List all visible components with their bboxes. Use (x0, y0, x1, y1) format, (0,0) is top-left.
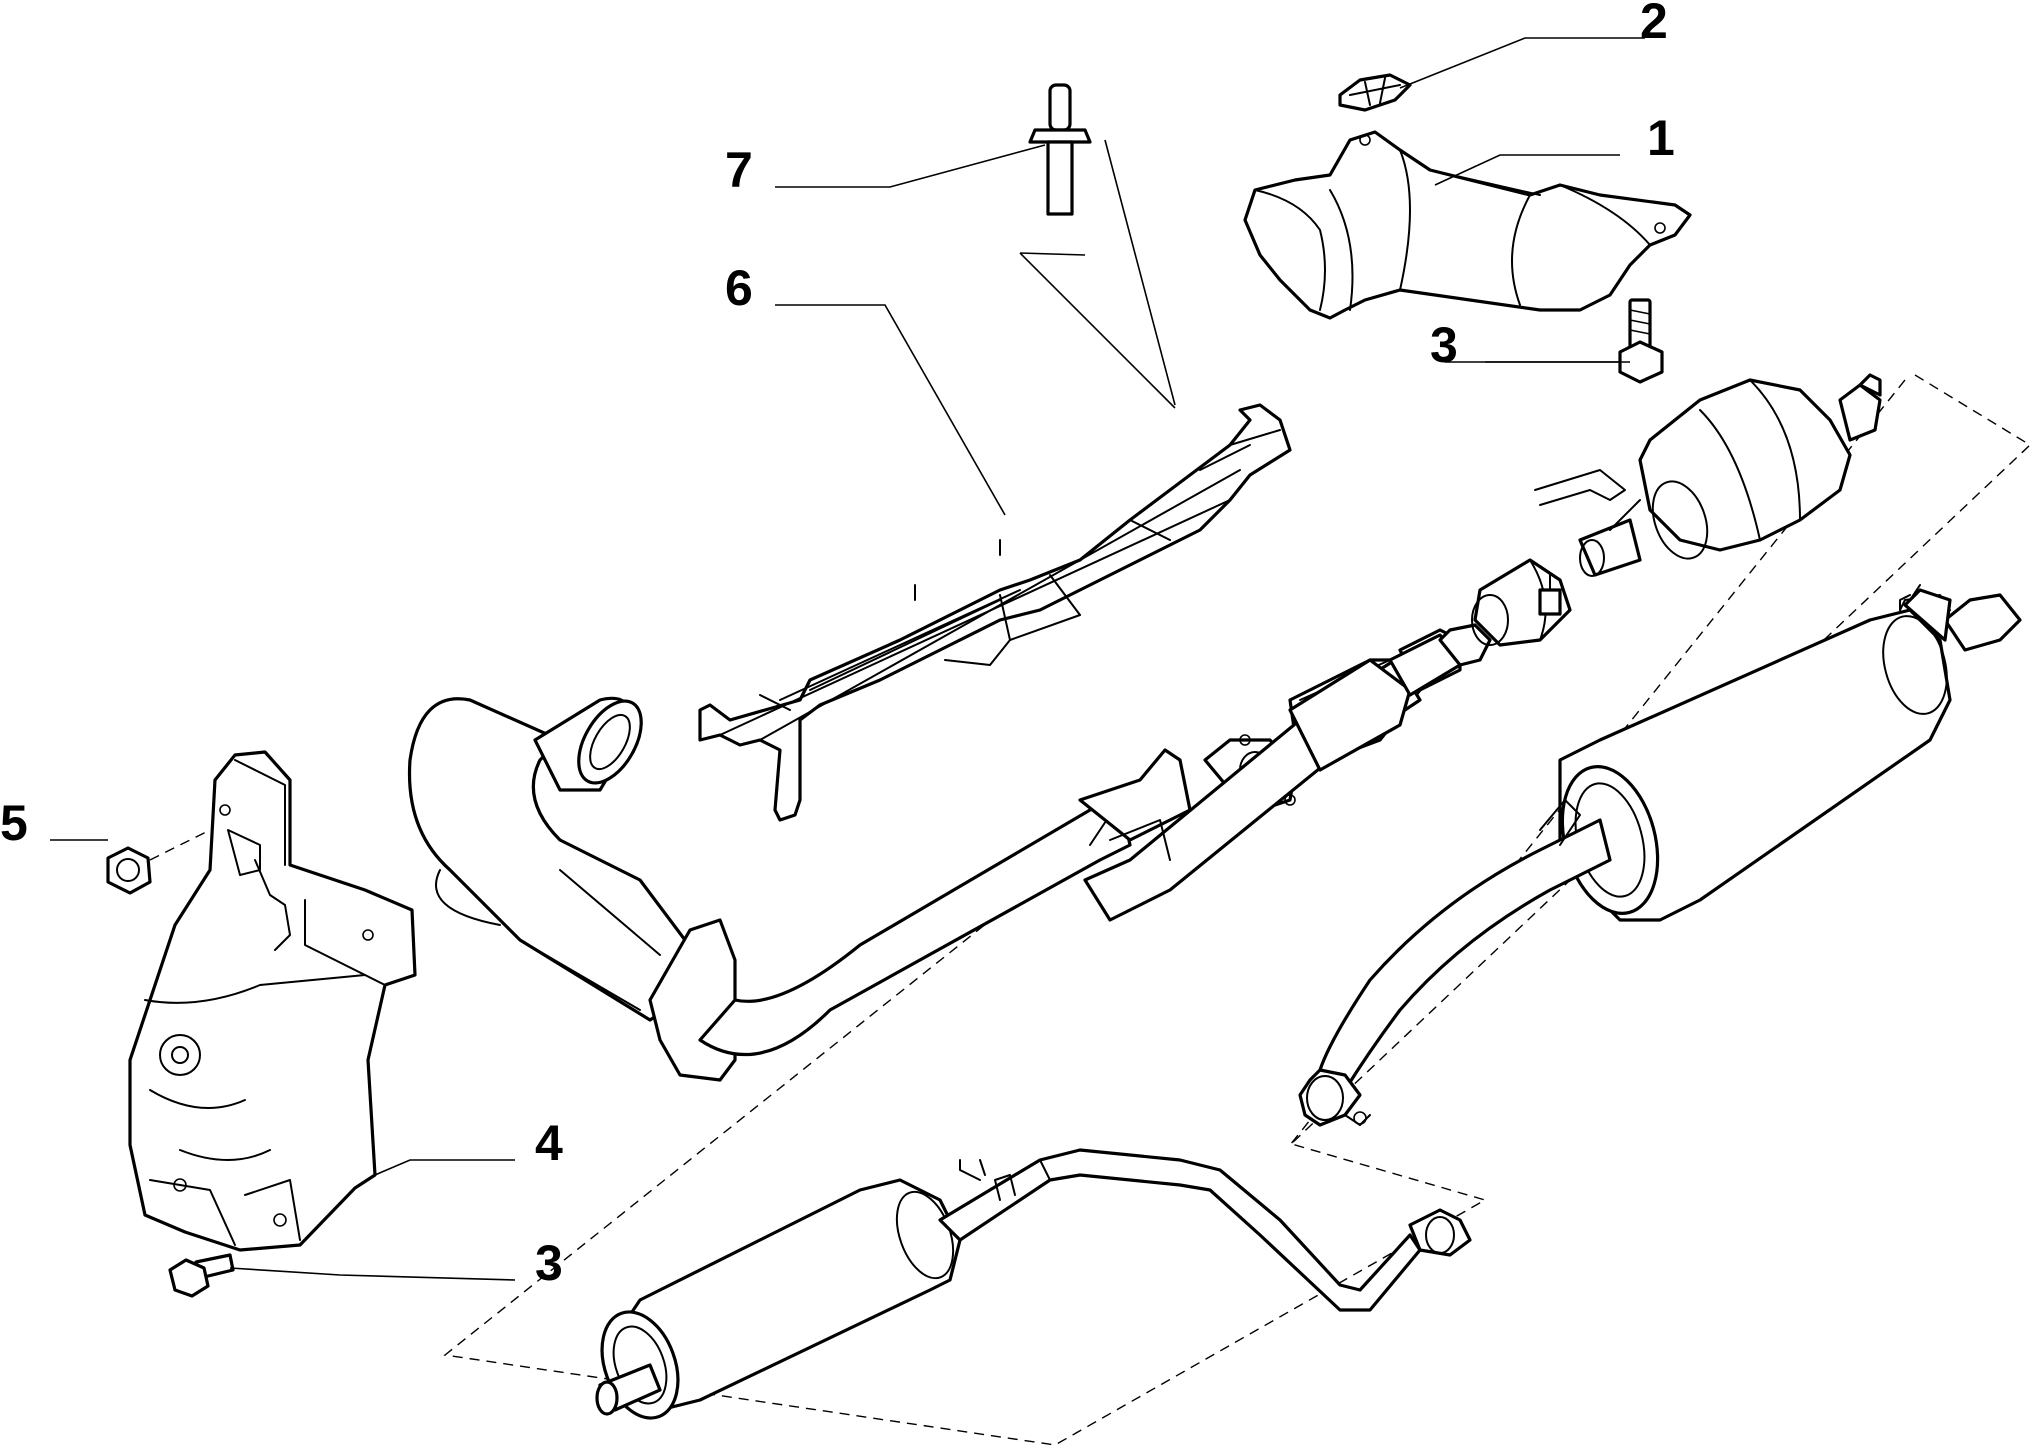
manifold-heat-shield (128, 750, 417, 1252)
leader-lines (50, 37, 1645, 1281)
callout-2: 2 (1640, 0, 1668, 49)
bolt-upper (1618, 298, 1664, 384)
catalytic-converter-downpipe (407, 628, 1462, 1082)
variant-boundary (443, 374, 2032, 1446)
bolt-lower (168, 1253, 235, 1298)
pipe-clamp (1471, 558, 1572, 647)
front-pipe-converter (1534, 373, 1882, 577)
nut (106, 846, 152, 895)
tail-pipe-upper (1298, 799, 1612, 1127)
callout-6: 6 (725, 260, 753, 316)
callout-3-top: 3 (1430, 317, 1458, 373)
callout-1: 1 (1647, 110, 1675, 166)
callout-4: 4 (535, 1115, 563, 1171)
stud (1028, 83, 1092, 216)
intermediate-pipe (1083, 623, 1492, 922)
underbody-heat-shield (698, 403, 1292, 822)
callout-7: 7 (725, 142, 753, 198)
callout-labels: 1 2 3 3 4 5 6 7 (0, 0, 1675, 1291)
rear-silencer-upper (1558, 584, 2022, 922)
spring-clip (1338, 73, 1412, 112)
rear-silencer-lower (595, 1148, 1472, 1420)
callout-5: 5 (0, 795, 28, 851)
callout-3-bottom: 3 (535, 1235, 563, 1291)
converter-heat-shield (1243, 130, 1692, 320)
